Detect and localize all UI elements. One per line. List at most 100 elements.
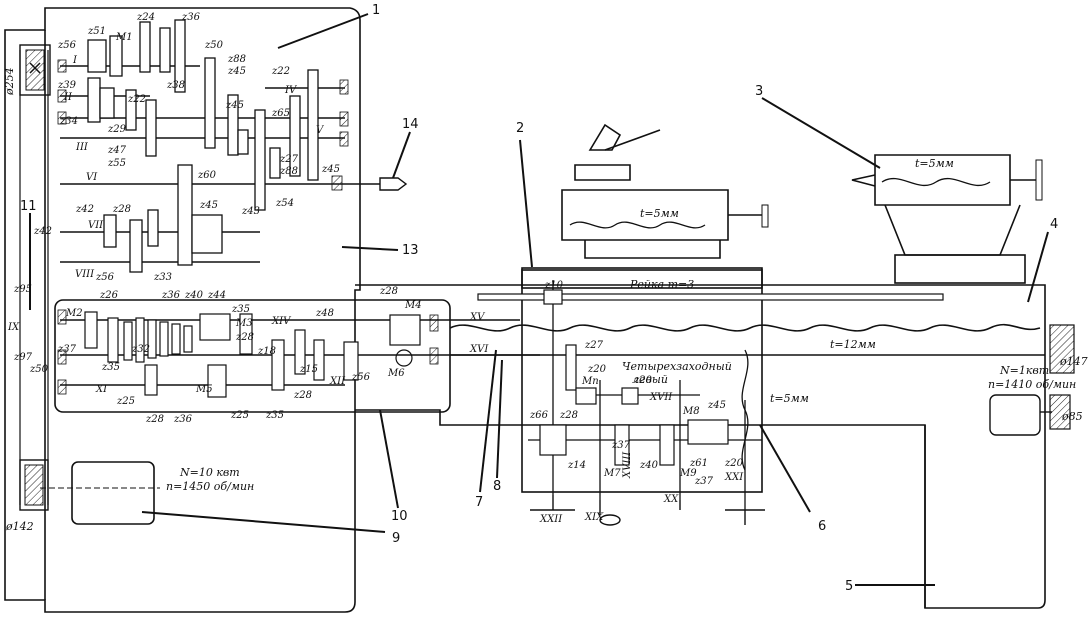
gear-label: z36 <box>181 12 201 23</box>
tailstock-quill <box>874 154 1011 206</box>
headstock-gears <box>87 19 319 273</box>
callout-13: 13 <box>402 243 419 258</box>
callout-10: 10 <box>391 509 408 524</box>
shaft-XIX: XIX <box>584 512 604 523</box>
gear-label: z27 <box>584 340 604 351</box>
gear-label: z10 <box>544 280 564 291</box>
gear-label: z20 <box>587 364 607 375</box>
gear-label: z97 <box>13 352 33 363</box>
gear-label: z61 <box>689 458 708 469</box>
callout-leaders <box>29 13 1049 586</box>
motor-labels: N=10 квт n=1450 об/мин N=1квт n=1410 об/… <box>166 364 1076 493</box>
callout-9: 9 <box>392 531 400 546</box>
shaft-V: V <box>316 125 325 136</box>
pulley-label-147: ø147 <box>1059 355 1088 368</box>
shaft-XI: XI <box>95 384 108 395</box>
feed-gearbox <box>54 299 451 413</box>
leadscrew-label: t=12мм <box>830 338 876 351</box>
gear-label: z55 <box>107 158 126 169</box>
gear-label: z45 <box>707 400 726 411</box>
shaft-XVI: XVI <box>469 344 489 355</box>
shaft-XIV: XIV <box>271 316 292 327</box>
gear-label: z25 <box>230 410 249 421</box>
shaft-XXII: XXII <box>539 514 563 525</box>
lathe-bed <box>355 284 1046 609</box>
gear-label: z51 <box>87 26 106 37</box>
gear-label: z15 <box>299 364 318 375</box>
gear-label: z56 <box>351 372 371 383</box>
gear-label: z43 <box>241 206 260 217</box>
shaft-XX: XX <box>663 494 679 505</box>
gear-label: z88 <box>227 54 246 65</box>
clutch-label: M6 <box>387 368 405 379</box>
gear-label: z28 <box>112 204 131 215</box>
apron-box <box>521 269 763 493</box>
gear-label: z14 <box>567 460 586 471</box>
cross-screw-label: t=5мм <box>640 207 679 220</box>
gear-label: z42 <box>33 226 52 237</box>
gear-label: z38 <box>166 80 185 91</box>
callout-4: 4 <box>1050 217 1058 232</box>
apron-screw-label: t=5мм <box>770 392 809 405</box>
clutch-label: M5 <box>195 384 213 395</box>
gear-label: z36 <box>173 414 193 425</box>
shaft-XVII: XVII <box>649 392 673 403</box>
apron-note-2: левый <box>632 373 668 386</box>
callout-7: 7 <box>475 495 483 510</box>
clutch-label: M3 <box>235 318 253 329</box>
clutch-label: Mп <box>581 376 599 387</box>
gear-label: z28 <box>235 332 254 343</box>
gear-label: z22 <box>127 94 146 105</box>
spindle <box>379 177 408 191</box>
clutch-labels: M1 M2 M3 M4 M5 M6 M7 M8 M9 Mп <box>65 32 700 479</box>
tail-screw-label: t=5мм <box>915 157 954 170</box>
main-motor-speed: n=1450 об/мин <box>166 480 254 493</box>
gear-label: z42 <box>75 204 94 215</box>
aux-motor-power: N=1квт <box>999 364 1049 377</box>
gear-label: z60 <box>197 170 217 181</box>
gear-label: z26 <box>99 290 119 301</box>
gear-label: z24 <box>136 12 155 23</box>
gear-label: z37 <box>611 440 631 451</box>
shaft-XVIII: XVIII <box>622 451 633 479</box>
apron-gear-labels: z10 z27 z20 z20 z66 z28 z45 z37 z14 z40 … <box>529 280 744 487</box>
gear-label: z48 <box>315 308 334 319</box>
shaft-XII: XII <box>329 376 346 387</box>
rack-label: Рейка m=3 <box>629 278 694 291</box>
shaft-II: II <box>63 92 73 103</box>
gear-label: z47 <box>107 145 127 156</box>
gear-label: z65 <box>271 108 290 119</box>
gear-label: z34 <box>59 116 78 127</box>
gear-label: z35 <box>231 304 250 315</box>
clutch-label: M9 <box>679 468 697 479</box>
gear-label: z25 <box>116 396 135 407</box>
apron-note-1: Четырехзаходный <box>622 360 732 373</box>
clutch-label: M4 <box>404 300 422 311</box>
shaft-IX: IX <box>7 322 20 333</box>
callout-3: 3 <box>755 84 763 99</box>
apron-handwheels <box>530 495 765 526</box>
main-motor <box>40 461 160 525</box>
callout-2: 2 <box>516 121 524 136</box>
rack <box>477 293 944 301</box>
feed-gearbox-gears <box>84 311 421 398</box>
shaft-VIII: VIII <box>75 269 95 280</box>
shaft-VII: VII <box>88 220 104 231</box>
callout-11: 11 <box>20 199 37 214</box>
pulley-label-254: ø254 <box>3 67 16 96</box>
bearings <box>57 59 439 395</box>
main-motor-power: N=10 квт <box>179 466 240 479</box>
gear-label: z37 <box>57 344 77 355</box>
gear-label: z20 <box>633 375 653 386</box>
headstock-gear-labels: z51 z56 z24 z36 z50 z39 z34 z88 z45 z22 … <box>57 12 340 283</box>
left-pulley-bottom <box>19 459 49 511</box>
shaft-XV: XV <box>469 312 486 323</box>
gear-label: z20 <box>724 458 744 469</box>
headstock-housing <box>4 7 361 613</box>
gear-label: z18 <box>257 346 276 357</box>
callout-14: 14 <box>402 117 419 132</box>
callout-8: 8 <box>493 479 501 494</box>
gear-label: z40 <box>184 290 204 301</box>
gear-label: z22 <box>271 66 290 77</box>
